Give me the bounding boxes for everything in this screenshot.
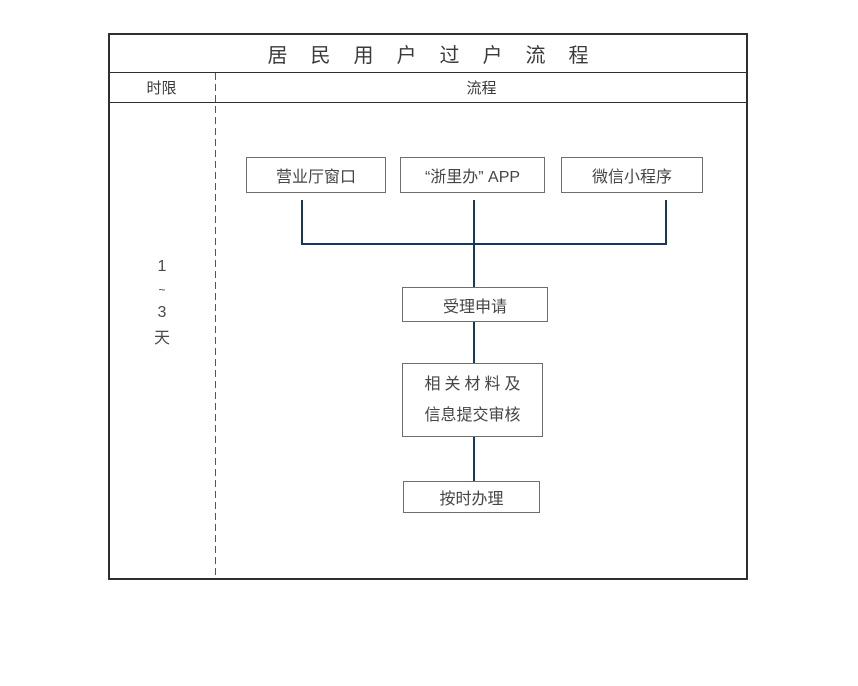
- column-header-process: 流程: [466, 80, 497, 97]
- title-header-divider: [108, 72, 748, 73]
- connector-left-stub: [301, 200, 303, 244]
- step-box-label-line2: 信息提交审核: [424, 407, 521, 424]
- time-limit-line: 3: [157, 304, 167, 321]
- time-limit-line: 1: [157, 258, 167, 275]
- flowchart-title: 居民用户过户流程: [267, 45, 612, 67]
- step-box-label: 受理申请: [442, 298, 507, 316]
- step-box-label: 按时办理: [439, 491, 504, 508]
- step-box-label-line1: 相关材料及: [424, 376, 525, 393]
- source-box-label: 营业厅窗口: [275, 169, 356, 186]
- connector-accept-to-review: [473, 322, 475, 364]
- time-limit-line: 天: [153, 330, 170, 347]
- header-body-divider: [108, 102, 748, 103]
- time-limit-value: 1 ~ 3 天: [108, 258, 216, 348]
- source-box-hall-window: 营业厅窗口: [246, 157, 386, 193]
- connector-review-to-process: [473, 437, 475, 482]
- title-row: 居民用户过户流程: [108, 35, 748, 72]
- source-box-label: 微信小程序: [591, 169, 672, 186]
- step-box-materials-review: 相关材料及 信息提交审核: [402, 363, 543, 437]
- column-divider-dashed: [215, 73, 216, 578]
- source-box-zheliban-app: “浙里办” APP: [400, 157, 545, 193]
- step-box-process-on-time: 按时办理: [403, 481, 540, 513]
- source-box-label: “浙里办” APP: [424, 169, 521, 186]
- source-box-wechat-miniprogram: 微信小程序: [561, 157, 703, 193]
- connector-horizontal-bar: [301, 243, 667, 245]
- step-box-accept-application: 受理申请: [402, 287, 548, 322]
- connector-right-stub: [665, 200, 667, 244]
- column-header-time: 时限: [146, 80, 177, 97]
- time-limit-tilde: ~: [158, 283, 166, 297]
